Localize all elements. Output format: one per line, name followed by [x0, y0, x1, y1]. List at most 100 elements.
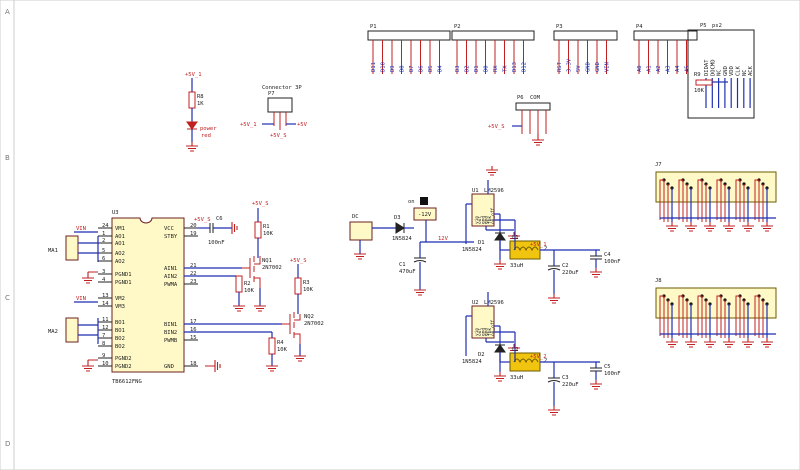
ground-icon	[723, 338, 735, 348]
driver-pin-name: AO1	[115, 241, 125, 247]
header-ref: P3	[556, 24, 563, 30]
motor-a-connector	[65, 235, 79, 261]
r8-resistor	[188, 91, 196, 109]
r4-value: 10K	[277, 347, 288, 353]
header-pin-label: D9	[390, 65, 396, 72]
ps2-outline	[687, 29, 755, 119]
r1-ref: R1	[263, 224, 270, 230]
r2-ref: R2	[244, 281, 251, 287]
regulator-ref: U1	[472, 188, 479, 194]
zone-labels: A B C D	[5, 8, 10, 448]
diode-ref: D1	[478, 240, 485, 246]
dc-jack	[349, 221, 373, 241]
ground-icon	[666, 222, 678, 232]
nq2-transistor	[282, 312, 301, 344]
cap-ref: C3	[562, 375, 569, 381]
c1-value: 470uF	[399, 269, 416, 275]
driver-pin-name: AO2	[115, 259, 125, 265]
ground-icon	[742, 222, 754, 232]
regulator-part: LM2596	[484, 300, 504, 306]
ground-icon	[742, 338, 754, 348]
ground-icon	[590, 380, 602, 390]
driver-part: TB6612FNG	[112, 379, 142, 385]
driver-pin-number: 11	[102, 317, 109, 323]
ground-icon	[723, 222, 735, 232]
c1-plate	[413, 260, 427, 263]
cap-value: 100nF	[604, 259, 621, 265]
header-pin-label: TX	[503, 65, 509, 72]
header-ref: P2	[454, 24, 461, 30]
header-pin-label: D6	[419, 65, 425, 72]
s1-text: -12V	[418, 212, 432, 218]
r9-value: 10K	[694, 88, 705, 94]
r1-resistor	[254, 221, 262, 239]
p7-body	[267, 97, 293, 113]
driver-pin-name: VM3	[115, 304, 125, 310]
header-pin-label: D3	[455, 65, 461, 72]
input-net: 12V	[438, 236, 449, 242]
header-pin-label: D11	[371, 62, 377, 72]
driver-pin-name: VCC	[164, 226, 174, 232]
servo-lead	[735, 295, 740, 336]
driver-pin-name: BIN2	[164, 330, 177, 336]
regulator-pin-label: gnd	[484, 328, 490, 336]
regulator-body	[471, 193, 495, 227]
header-pin-label: D4	[438, 65, 444, 72]
servo-lead	[754, 179, 759, 220]
out-net: +5V_1	[530, 242, 547, 248]
nq2-part: 2N7002	[304, 321, 324, 327]
ground-icon	[82, 271, 98, 284]
regulator-ref: U2	[472, 300, 479, 306]
ground-icon	[494, 260, 506, 270]
driver-pin-number: 23	[190, 279, 197, 285]
header-pin-label: GND	[586, 62, 592, 72]
nq2-ref: NQ2	[304, 314, 314, 320]
p6-body	[515, 102, 551, 111]
driver-pin-number: 4	[102, 277, 106, 283]
c6-value: 100nF	[208, 240, 225, 246]
driver-pin-name: BO1	[115, 320, 125, 326]
motor-b-connector	[65, 317, 79, 343]
regulator-pin-label: out	[477, 328, 483, 336]
ground-icon	[82, 359, 98, 372]
ps2-pin-label: CLK	[736, 65, 742, 76]
ground-icon	[761, 338, 773, 348]
inverter-net: +5V_S	[252, 201, 269, 207]
driver-pin-number: 5	[102, 248, 105, 254]
driver-pin-name: BO1	[115, 328, 125, 334]
r2-value: 10K	[244, 288, 255, 294]
header-pin-label: RST	[557, 61, 563, 72]
zone-label: C	[5, 294, 10, 302]
ps2-pin-label: DIDAT	[704, 59, 710, 76]
header-pin-label: D2	[465, 65, 471, 72]
cap-ref: C5	[604, 364, 611, 370]
led-color: red	[201, 133, 211, 139]
ground-icon	[666, 338, 678, 348]
inductor-value: 33uH	[510, 375, 523, 381]
p7-ref: P7	[268, 91, 275, 97]
ground-icon	[685, 222, 697, 232]
c1-ref: C1	[399, 262, 406, 268]
driver-pin-name: BIN1	[164, 322, 177, 328]
servo-lead	[716, 179, 721, 220]
ground-icon	[254, 305, 266, 312]
diode-ref: D2	[478, 352, 485, 358]
driver-pin-number: 22	[190, 271, 197, 277]
header-pin-label: D10	[381, 62, 387, 72]
driver-pin-number: 8	[102, 341, 105, 347]
header-pin-label: D5	[428, 65, 434, 72]
power-led-circuit: +5V_1 R8 1K power red	[185, 72, 217, 152]
header-pin-label: D0	[484, 65, 490, 72]
header-pin-label: A3	[666, 65, 672, 72]
p7-title: Connector 3P	[262, 85, 302, 91]
driver-pin-name: BO2	[115, 344, 125, 350]
driver-pin-number: 20	[190, 223, 197, 229]
r1-value: 10K	[263, 231, 274, 237]
ps2-ref: P5	[700, 23, 707, 29]
regulator-pin-label: gnd	[480, 328, 486, 336]
driver-pin-number: 18	[190, 361, 197, 367]
driver-pin-name: AO1	[115, 234, 125, 240]
